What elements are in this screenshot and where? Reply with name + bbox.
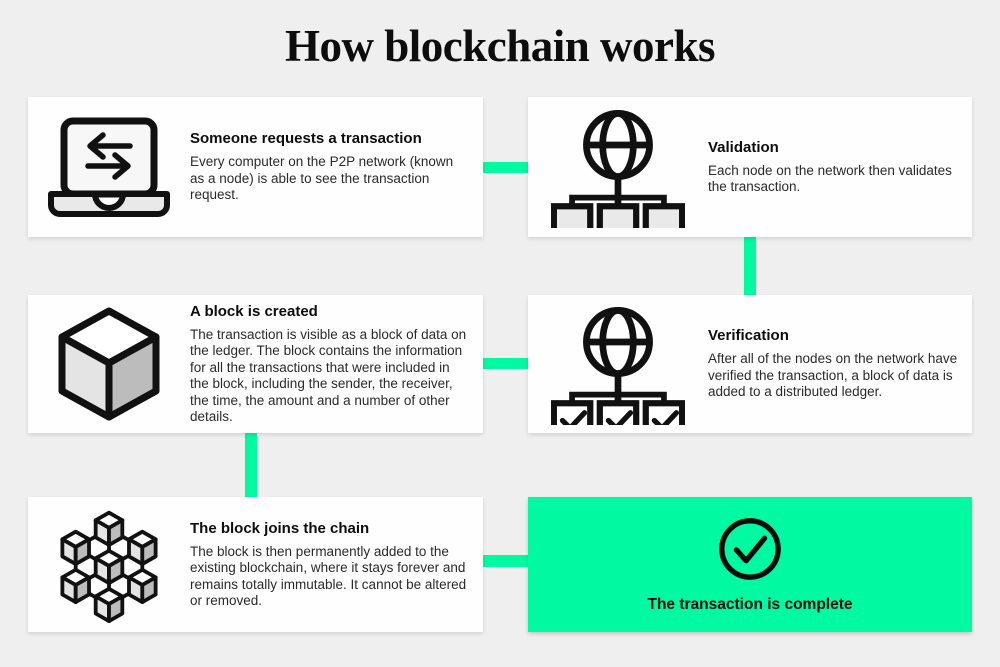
card-block-created-title: A block is created (190, 302, 318, 320)
globe-network-check-icon (528, 303, 708, 425)
check-circle-icon (717, 516, 783, 582)
connector-chain-complete (483, 555, 528, 567)
connector-verification-block (483, 358, 528, 369)
card-verification-title: Verification (708, 327, 789, 345)
card-joins-chain: The block joins the chain The block is t… (28, 497, 483, 632)
card-request-body: Every computer on the P2P network (known… (190, 154, 454, 203)
card-block-created-body: The transaction is visible as a block of… (190, 326, 467, 425)
card-request: Someone requests a transaction Every com… (28, 97, 483, 237)
card-validation-body: Each node on the network then validates … (708, 162, 952, 195)
blockchain-network-icon (28, 506, 190, 624)
connector-block-chain (245, 432, 257, 497)
card-verification-body: After all of the nodes on the network ha… (708, 351, 958, 400)
globe-network-icon (528, 106, 708, 228)
laptop-transfer-icon (28, 116, 190, 218)
card-joins-chain-text: The block joins the chain The block is t… (190, 520, 483, 610)
card-request-title: Someone requests a transaction (190, 130, 422, 148)
card-joins-chain-title: The block joins the chain (190, 519, 370, 537)
card-complete-title: The transaction is complete (647, 595, 853, 613)
card-verification: Verification After all of the nodes on t… (528, 295, 972, 433)
card-complete: The transaction is complete (528, 497, 972, 632)
card-validation: Validation Each node on the network then… (528, 97, 972, 237)
card-verification-text: Verification After all of the nodes on t… (708, 327, 972, 401)
card-request-text: Someone requests a transaction Every com… (190, 130, 483, 204)
connector-validation-verification (744, 236, 756, 296)
connector-request-validation (483, 162, 528, 173)
card-block-created: A block is created The transaction is vi… (28, 295, 483, 433)
cube-icon (28, 305, 190, 423)
page-title: How blockchain works (284, 21, 716, 71)
card-validation-title: Validation (708, 138, 779, 156)
card-joins-chain-body: The block is then permanently added to t… (190, 543, 467, 609)
card-block-created-text: A block is created The transaction is vi… (190, 303, 483, 426)
card-validation-text: Validation Each node on the network then… (708, 139, 972, 196)
